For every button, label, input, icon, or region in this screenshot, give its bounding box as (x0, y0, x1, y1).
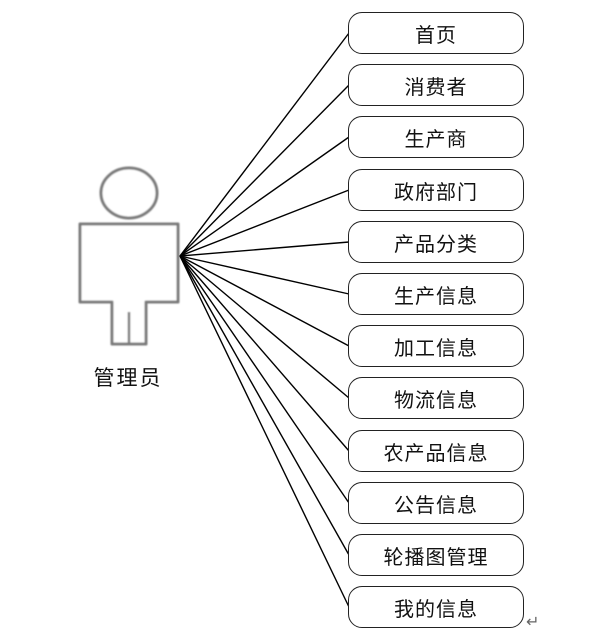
use-case-box: 物流信息 (348, 377, 524, 419)
use-case-box: 产品分类 (348, 221, 524, 263)
association-line (179, 255, 350, 556)
association-line (179, 255, 350, 452)
use-case-box: 公告信息 (348, 482, 524, 524)
use-case-box: 消费者 (348, 64, 524, 106)
actor-figure-icon (78, 166, 180, 346)
use-case-box: 农产品信息 (348, 430, 524, 472)
actor-label: 管理员 (93, 366, 163, 390)
use-case-box: 首页 (348, 12, 524, 54)
association-line (179, 255, 350, 608)
paragraph-mark-icon: ↵ (526, 612, 540, 631)
association-line (179, 189, 350, 257)
use-case-box: 加工信息 (348, 325, 524, 367)
association-line (179, 255, 350, 295)
association-line (179, 255, 350, 504)
association-line (179, 241, 350, 257)
use-case-box: 轮播图管理 (348, 534, 524, 576)
association-lines (179, 32, 350, 608)
association-line (179, 255, 350, 347)
association-line (179, 255, 350, 399)
association-line (179, 84, 350, 257)
association-line (179, 32, 350, 257)
association-line (179, 136, 350, 257)
use-case-box: 我的信息 (348, 586, 524, 628)
use-case-box: 政府部门 (348, 169, 524, 211)
use-case-box: 生产信息 (348, 273, 524, 315)
use-case-box: 生产商 (348, 116, 524, 158)
